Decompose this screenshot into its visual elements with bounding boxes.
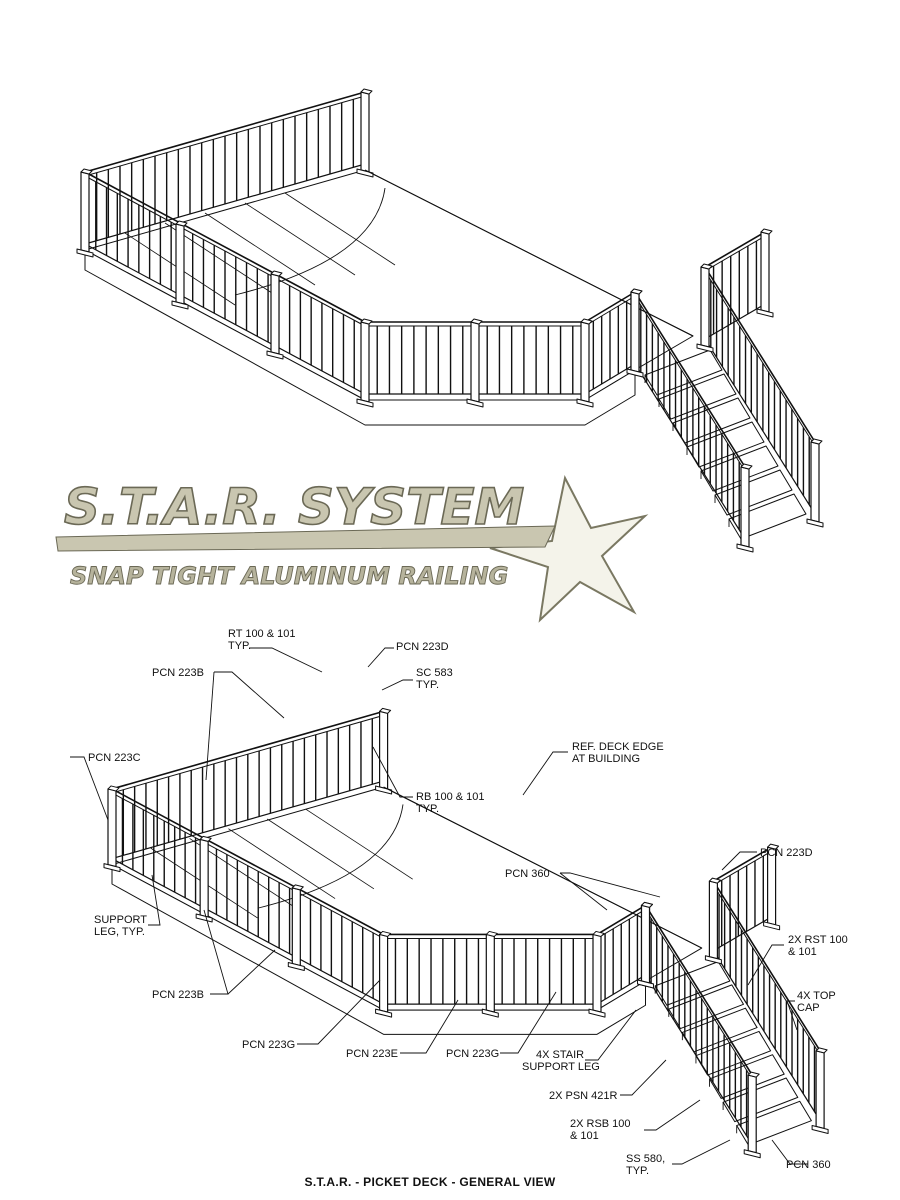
callout-pcn223c: PCN 223C xyxy=(88,752,141,764)
railing-post xyxy=(287,884,305,972)
callout-pcn223d-top: PCN 223D xyxy=(396,641,449,653)
railing-post xyxy=(811,1047,829,1134)
deck-fascia xyxy=(84,249,636,426)
callout-rst100: 2X RST 100& 101 xyxy=(788,934,848,958)
callout-pcn360-lower: PCN 360 xyxy=(786,1159,831,1171)
railing-post xyxy=(637,901,654,989)
drawing-caption: S.T.A.R. - PICKET DECK - GENERAL VIEW xyxy=(305,1175,556,1189)
framing-curve xyxy=(234,187,386,296)
callout-pcn223g-right: PCN 223G xyxy=(446,1048,499,1060)
railing-post xyxy=(375,707,393,795)
bottom-deck-view xyxy=(103,707,829,1159)
railing-post xyxy=(756,228,774,318)
railing-post xyxy=(356,318,374,408)
railing-post xyxy=(356,88,374,178)
callout-ss580: SS 580,TYP. xyxy=(626,1153,665,1177)
back-railing xyxy=(111,710,384,860)
stair-assembly xyxy=(637,843,829,1159)
stair-railing-left xyxy=(634,291,746,540)
railing-post xyxy=(626,288,644,378)
railing-post xyxy=(103,785,121,873)
callout-pcn223b-top: PCN 223B xyxy=(152,667,204,679)
stair-railing-right xyxy=(704,266,816,515)
framing-curve xyxy=(257,804,404,909)
stair-railing-left xyxy=(644,904,753,1146)
railing-post xyxy=(736,463,754,553)
railing-post xyxy=(171,220,189,310)
callout-leaders xyxy=(70,647,808,1165)
logo-title: S.T.A.R. SYSTEM xyxy=(64,478,524,536)
landing-railing xyxy=(712,846,773,952)
railing-post xyxy=(696,263,714,353)
deck-fascia xyxy=(111,864,646,1035)
front-left-railing xyxy=(111,788,384,1005)
callout-pcn223e: PCN 223E xyxy=(346,1048,398,1060)
railing-post xyxy=(704,877,722,965)
railing-post xyxy=(743,1071,761,1159)
logo-subtitle: SNAP TIGHT ALUMINUM RAILING xyxy=(70,562,508,590)
railing-post xyxy=(466,318,484,408)
railing-post xyxy=(76,168,94,258)
star-system-logo: S.T.A.R. SYSTEM SNAP TIGHT ALUMINUM RAIL… xyxy=(55,475,649,623)
railing-post xyxy=(266,270,284,360)
callout-pcn360-upper: PCN 360 xyxy=(505,868,550,880)
railing-post xyxy=(806,438,824,528)
railing-post xyxy=(375,930,393,1018)
callout-pcn223g-left: PCN 223G xyxy=(242,1039,295,1051)
callout-psn421r: 2X PSN 421R xyxy=(549,1090,618,1102)
stair-assembly xyxy=(626,228,824,553)
callout-pcn223b-bottom: PCN 223B xyxy=(152,989,204,1001)
back-railing xyxy=(84,91,366,245)
railing-post xyxy=(576,318,594,408)
railing-post xyxy=(481,930,499,1018)
railing-post xyxy=(195,835,213,923)
landing-railing xyxy=(704,231,766,340)
logo-swoosh xyxy=(55,525,556,552)
railing-post xyxy=(588,930,606,1018)
top-deck-view xyxy=(76,88,824,553)
railing-post xyxy=(763,843,781,931)
callout-pcn223d-right: PCN 223D xyxy=(760,847,813,859)
callout-rsb100: 2X RSB 100& 101 xyxy=(570,1118,631,1142)
